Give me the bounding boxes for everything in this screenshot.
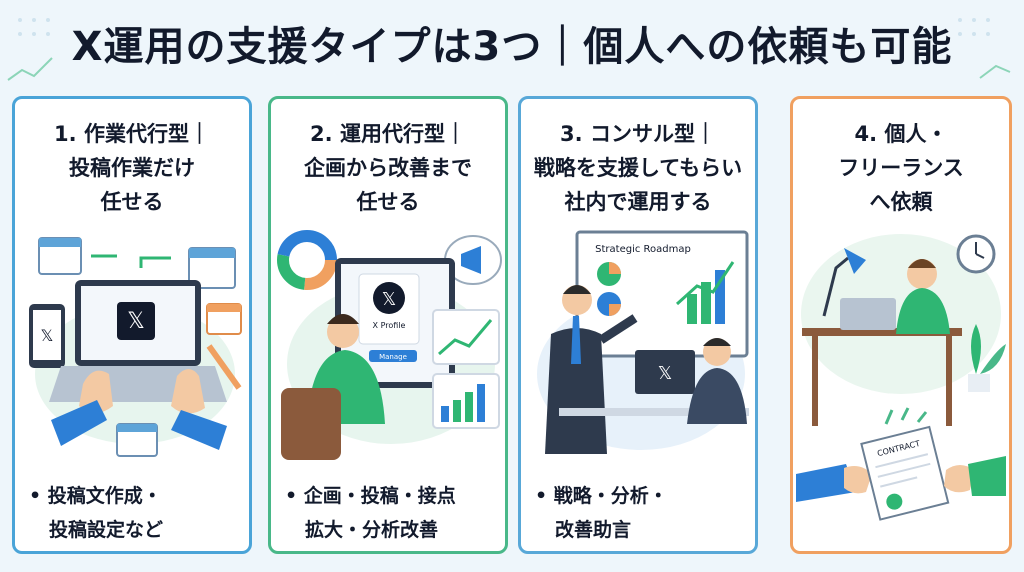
card-heading-line: 戦略を支援してもらい: [533, 156, 743, 180]
bullet-item: • 戦略・分析・: [535, 485, 668, 507]
card-bullets: • 戦略・分析・ 改善助言: [535, 479, 755, 547]
screen-profile-label: X Profile: [373, 321, 406, 330]
svg-text:𝕏: 𝕏: [41, 326, 54, 345]
bullet-item: 投稿設定など: [49, 519, 164, 541]
card-heading-line: 任せる: [100, 190, 164, 214]
svg-text:𝕏: 𝕏: [127, 309, 145, 334]
freelancer-contract-illustration: CONTRACT: [796, 234, 1006, 521]
screen-manage-button: Manage: [379, 353, 407, 361]
card-heading: 1. 作業代行型｜ 投稿作業だけ 任せる: [15, 117, 249, 219]
card-heading-line: 企画から改善まで: [304, 156, 472, 180]
board-title: Strategic Roadmap: [595, 244, 691, 255]
card-heading-line: 任せる: [356, 190, 420, 214]
pie-chart-icon: [597, 262, 621, 316]
card-heading-line: 社内で運用する: [564, 190, 712, 214]
card-heading-line: 3. コンサル型｜: [560, 122, 716, 146]
card-heading-line: 2. 運用代行型｜: [310, 122, 466, 146]
card-task-outsourcing: 1. 作業代行型｜ 投稿作業だけ 任せる 𝕏 𝕏: [12, 96, 252, 554]
svg-text:𝕏: 𝕏: [382, 289, 397, 310]
laptop-x-calendar-illustration: 𝕏 𝕏: [29, 237, 242, 457]
strategy-roadmap-illustration: Strategic Roadmap 𝕏: [537, 230, 749, 454]
card-heading-line: 投稿作業だけ: [69, 156, 195, 180]
bullet-item: 改善助言: [555, 519, 632, 541]
card-bullets: • 企画・投稿・接点 拡大・分析改善: [285, 479, 505, 547]
bullet-item: 拡大・分析改善: [305, 519, 439, 541]
calendar-icon: [38, 237, 242, 457]
bullet-item: • 企画・投稿・接点: [285, 485, 456, 507]
card-heading-line: 1. 作業代行型｜: [54, 122, 210, 146]
card-heading-line: フリーランス: [838, 156, 964, 180]
bullet-item: • 投稿文作成・: [29, 485, 162, 507]
page-title: X運用の支援タイプは3つ｜個人への依頼も可能: [71, 24, 953, 70]
card-heading: 4. 個人・ フリーランス へ依頼: [793, 117, 1009, 219]
card-freelance: 4. 個人・ フリーランス へ依頼 CONTRACT: [790, 96, 1012, 554]
clock-icon: [956, 234, 996, 274]
card-consulting: 3. コンサル型｜ 戦略を支援してもらい 社内で運用する Strategic R…: [518, 96, 758, 554]
svg-text:𝕏: 𝕏: [658, 363, 673, 384]
card-operation-outsourcing: 2. 運用代行型｜ 企画から改善まで 任せる 𝕏 X Profile Manag…: [268, 96, 508, 554]
card-heading: 3. コンサル型｜ 戦略を支援してもらい 社内で運用する: [521, 117, 755, 219]
donut-chart-icon: [277, 230, 337, 290]
x-profile-monitor-illustration: 𝕏 X Profile Manage: [277, 230, 502, 460]
card-heading-line: 4. 個人・: [854, 122, 948, 146]
card-heading: 2. 運用代行型｜ 企画から改善まで 任せる: [271, 117, 505, 219]
card-bullets: • 投稿文作成・ 投稿設定など: [29, 479, 249, 547]
card-heading-line: へ依頼: [869, 190, 933, 214]
